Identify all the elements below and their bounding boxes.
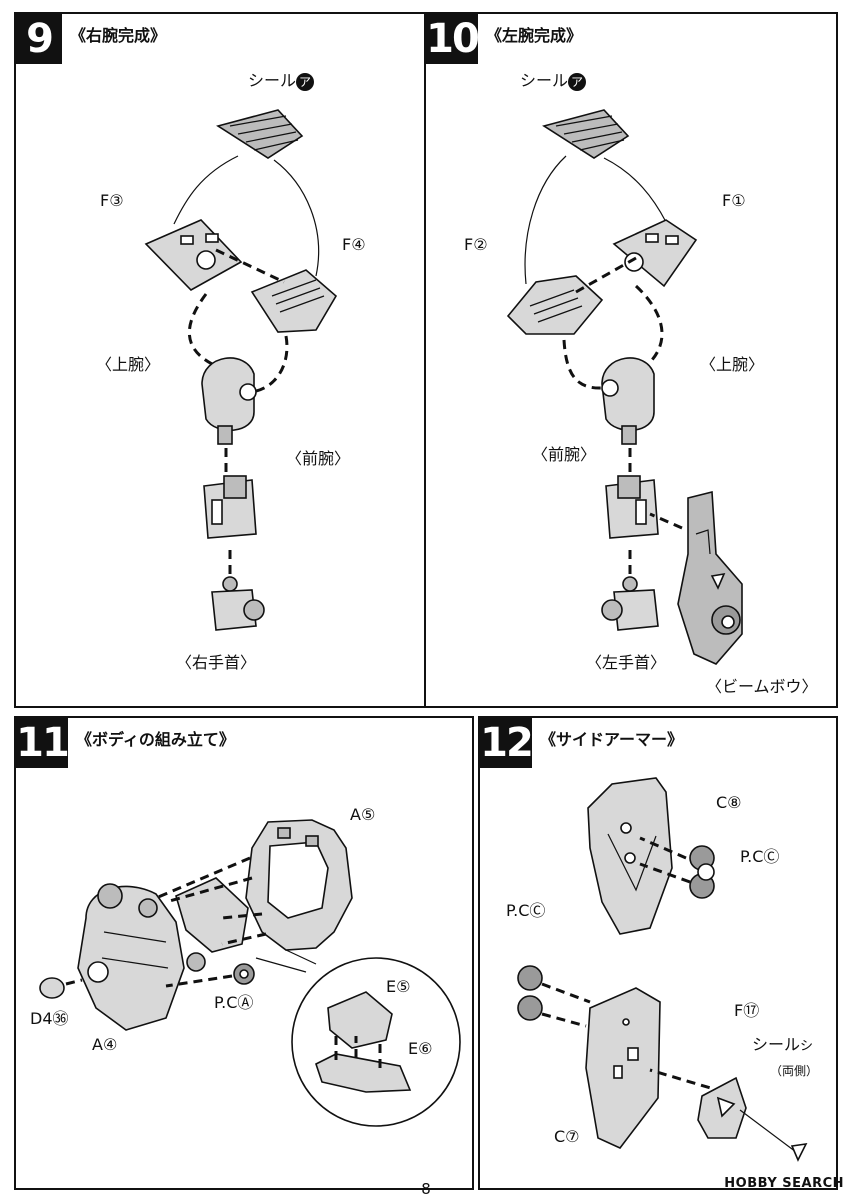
e6-label: E⑥ [408, 1039, 433, 1058]
part-f2 [506, 275, 604, 335]
seal-shi-marker [790, 1142, 808, 1162]
seal-sticker [216, 109, 304, 159]
body-a4-part [77, 883, 206, 1031]
a4-label: A④ [92, 1035, 118, 1054]
upper-arm-part [601, 357, 655, 445]
step-number: 11 [16, 718, 70, 768]
step-title: 《サイドアーマー》 [540, 730, 684, 749]
right-hand-part [211, 576, 265, 631]
part-f17 [697, 1076, 747, 1139]
step-9-panel: 9 《右腕完成》 [14, 12, 426, 708]
d4-label: D4㊱ [30, 1009, 69, 1028]
forearm-part [203, 475, 257, 539]
forearm-label: 〈前腕〉 [532, 445, 597, 464]
seal-shi-label: シールシ [752, 1035, 814, 1055]
step-12-diagram [517, 777, 808, 1162]
step-11-panel: 11 《ボディの組み立て》 [14, 716, 474, 1190]
f2-label: F② [464, 235, 488, 254]
pc-a-label: P.CⒶ [214, 993, 254, 1012]
step-number: 9 [16, 14, 62, 64]
pc-c-left-label: P.CⒸ [506, 901, 546, 920]
f3-label: F③ [100, 191, 124, 210]
beam-bow-part [677, 490, 743, 665]
c8-label: C⑧ [716, 793, 742, 812]
f1-label: F① [722, 191, 746, 210]
polycap-c-right [689, 845, 715, 899]
step-10-panel: 10 《左腕完成》 [424, 12, 838, 708]
step-title: 《右腕完成》 [70, 26, 167, 45]
step-12-panel: 12 《サイドアーマー》 [478, 716, 838, 1190]
part-f3 [144, 219, 243, 291]
d4-cap [39, 977, 65, 999]
polycap-a [233, 963, 255, 985]
watermark: HOBBY SEARCH [724, 1176, 844, 1191]
step-number: 12 [480, 718, 534, 768]
forearm-part [605, 475, 659, 539]
hand-label: 〈左手首〉 [586, 653, 667, 672]
polycap-c-left [517, 965, 543, 1021]
seal-sticker [542, 109, 630, 159]
step-11-diagram [39, 819, 461, 1127]
body-a5-part [245, 819, 353, 951]
upper-arm-label: 〈上腕〉 [700, 355, 765, 374]
part-f1 [612, 219, 698, 288]
c7-label: C⑦ [554, 1127, 580, 1146]
hand-label: 〈右手首〉 [176, 653, 257, 672]
inner-part [175, 877, 249, 953]
left-hand-part [601, 576, 659, 631]
both-sides-label: （両側） [770, 1064, 819, 1078]
part-c8 [587, 777, 673, 935]
forearm-label: 〈前腕〉 [286, 449, 351, 468]
pc-c-right-label: P.CⒸ [740, 847, 780, 866]
step-title: 《ボディの組み立て》 [76, 730, 235, 749]
beam-bow-label: 〈ビームボウ〉 [706, 677, 818, 696]
step-title: 《左腕完成》 [486, 26, 583, 45]
upper-arm-label: 〈上腕〉 [96, 355, 161, 374]
seal-label: シールア [248, 72, 315, 91]
e5-label: E⑤ [386, 977, 411, 996]
f17-label: F⑰ [734, 1001, 760, 1020]
upper-arm-part [201, 357, 257, 445]
step-number: 10 [426, 14, 480, 64]
f4-label: F④ [342, 235, 366, 254]
part-e5 [327, 991, 393, 1049]
seal-label: シールア [520, 72, 587, 91]
step-9-diagram [144, 109, 338, 631]
part-f4 [250, 269, 338, 333]
part-c7 [585, 987, 661, 1149]
page-number: 8 [421, 1180, 431, 1198]
a5-label: A⑤ [350, 805, 376, 824]
step-10-diagram [506, 109, 743, 665]
